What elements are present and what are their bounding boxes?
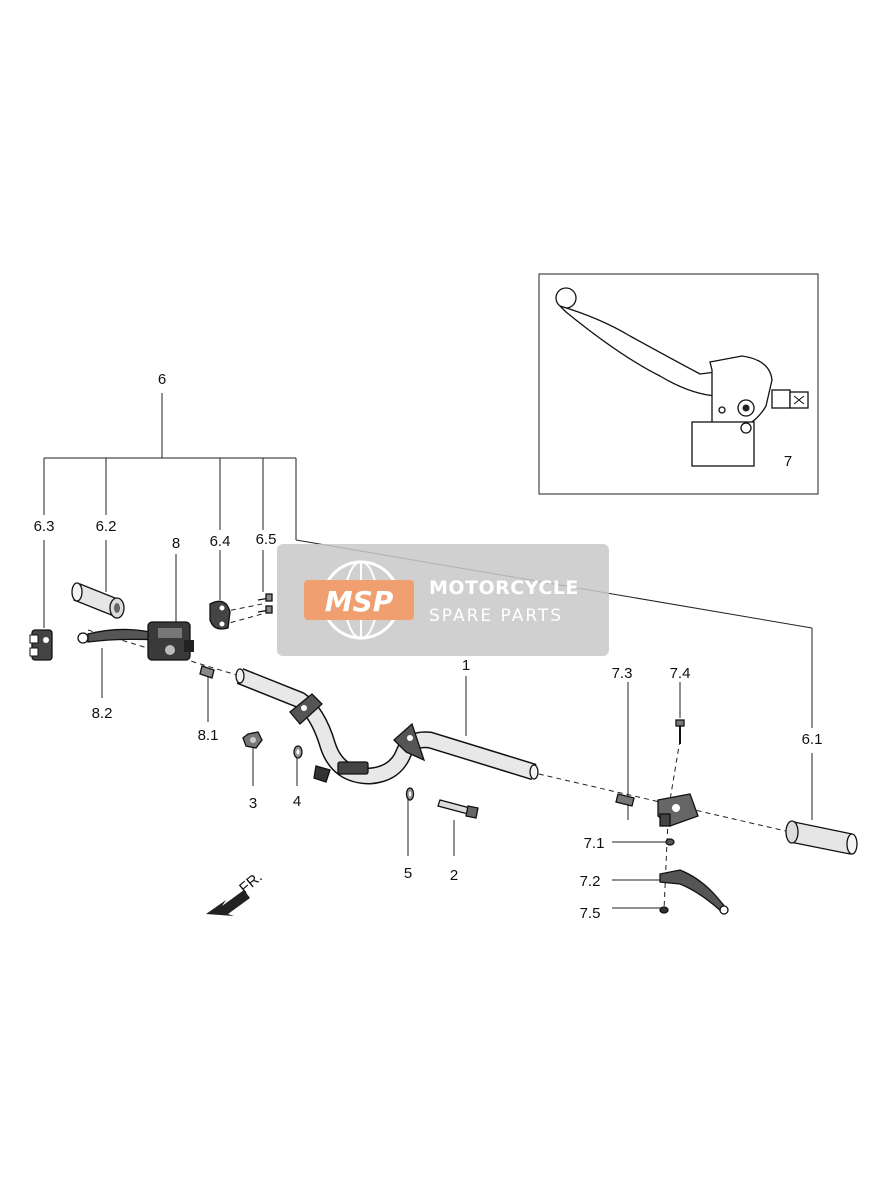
clutch-lever-part xyxy=(659,869,729,915)
small-screw-part xyxy=(675,719,685,744)
pin-part xyxy=(665,838,675,846)
left-grip-part xyxy=(71,582,125,619)
label-7-3: 7.3 xyxy=(612,665,633,682)
label-7: 7 xyxy=(784,453,792,470)
master-cylinder-part xyxy=(147,621,194,661)
label-8-1: 8.1 xyxy=(198,727,219,744)
front-direction-arrow-icon xyxy=(206,890,250,916)
washer-part xyxy=(293,745,303,759)
globe-logo-icon xyxy=(304,560,414,640)
label-6-5: 6.5 xyxy=(256,531,277,548)
watermark-subtitle: SPARE PARTS xyxy=(429,606,563,626)
nut-part xyxy=(242,731,263,749)
label-6-2: 6.2 xyxy=(96,518,117,535)
part-labels: 6 6.3 6.2 8 6.4 6.5 8.2 8.1 3 4 5 2 1 7.… xyxy=(34,371,823,922)
label-7-4: 7.4 xyxy=(670,665,691,682)
label-7-2: 7.2 xyxy=(580,873,601,890)
label-4: 4 xyxy=(293,793,301,810)
watermark: MSP MOTORCYCLE SPARE PARTS xyxy=(277,544,609,656)
label-6-4: 6.4 xyxy=(210,533,231,550)
clamp-part xyxy=(209,600,231,630)
small-nut-part xyxy=(659,906,669,914)
right-grip-part xyxy=(785,820,858,855)
label-5: 5 xyxy=(404,865,412,882)
bolt-part xyxy=(437,799,479,819)
switch-housing-part xyxy=(29,629,53,661)
label-2: 2 xyxy=(450,867,458,884)
label-1: 1 xyxy=(462,657,470,674)
screws-part xyxy=(257,593,273,614)
label-6-3: 6.3 xyxy=(34,518,55,535)
label-7-1: 7.1 xyxy=(584,835,605,852)
washer-small-part xyxy=(405,787,415,801)
connector-part xyxy=(199,665,215,679)
inset-box xyxy=(538,273,819,495)
watermark-logo-text: MSP xyxy=(325,585,394,618)
clutch-bracket-part xyxy=(657,793,699,827)
brake-lever-part xyxy=(77,628,160,644)
label-6-1: 6.1 xyxy=(802,731,823,748)
label-6: 6 xyxy=(158,371,166,388)
handlebar-part xyxy=(235,668,539,785)
label-8: 8 xyxy=(172,535,180,552)
watermark-title: MOTORCYCLE xyxy=(429,577,579,599)
label-8-2: 8.2 xyxy=(92,705,113,722)
label-7-5: 7.5 xyxy=(580,905,601,922)
label-3: 3 xyxy=(249,795,257,812)
adjuster-part xyxy=(615,793,635,807)
assembly-axis xyxy=(87,603,791,911)
